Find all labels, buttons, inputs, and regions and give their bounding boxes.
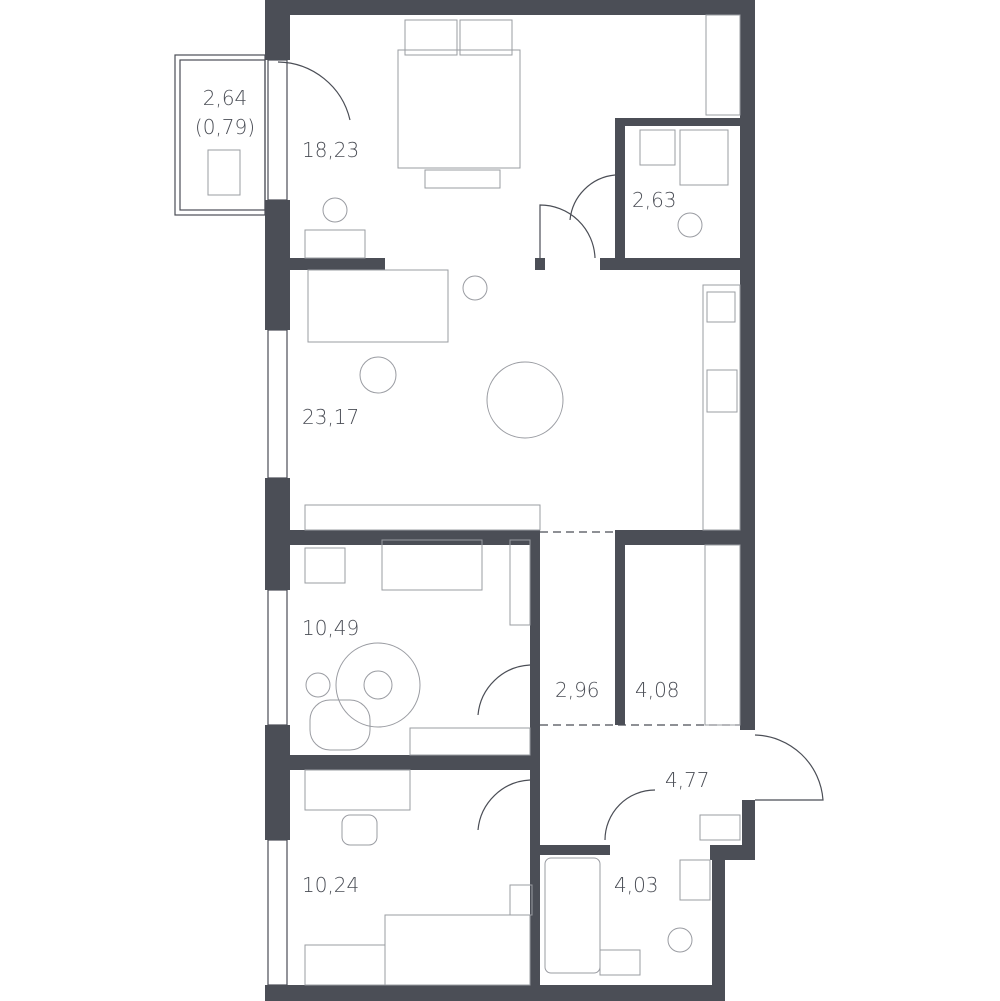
living-kitchen-area: 23,17 <box>302 405 360 429</box>
bedroom-3-area: 10,24 <box>302 873 360 897</box>
kitchen-counter <box>702 284 741 531</box>
balcony <box>174 54 266 216</box>
sofa <box>307 269 449 343</box>
toilet-2 <box>667 927 693 953</box>
tv-stand <box>304 504 541 531</box>
bedroom-1-area: 18,23 <box>302 138 360 162</box>
wardrobe-rack <box>704 544 741 726</box>
balcony-sub-area: (0,79) <box>194 115 256 139</box>
shower <box>679 129 729 186</box>
sink <box>639 129 676 166</box>
wardrobe-area: 4,08 <box>635 678 680 702</box>
shoe-cabinet <box>699 814 741 841</box>
rug <box>335 642 421 728</box>
corridor-area: 2,96 <box>555 678 600 702</box>
wardrobe-closet <box>409 727 531 756</box>
outer-walls <box>265 0 755 1001</box>
sink-2 <box>599 949 641 976</box>
desk <box>381 539 483 591</box>
washer <box>679 859 711 901</box>
furniture <box>304 14 741 986</box>
dining-table <box>486 361 564 439</box>
armchair <box>309 699 371 751</box>
toilet <box>677 212 703 238</box>
bed-3 <box>384 914 531 986</box>
bedroom-2-area: 10,49 <box>302 616 360 640</box>
dashed-openings <box>540 531 740 726</box>
hall-area: 4,77 <box>665 768 710 792</box>
interior-walls <box>290 0 745 985</box>
bed <box>397 49 521 169</box>
doors <box>277 61 824 841</box>
wc-area: 2,63 <box>632 188 677 212</box>
balcony-area: 2,64 <box>202 86 248 110</box>
bathtub <box>544 857 601 974</box>
windows <box>267 59 288 986</box>
wardrobe-rack-top <box>705 14 741 116</box>
desk-3 <box>304 769 411 811</box>
bathroom-area: 4,03 <box>614 873 659 897</box>
